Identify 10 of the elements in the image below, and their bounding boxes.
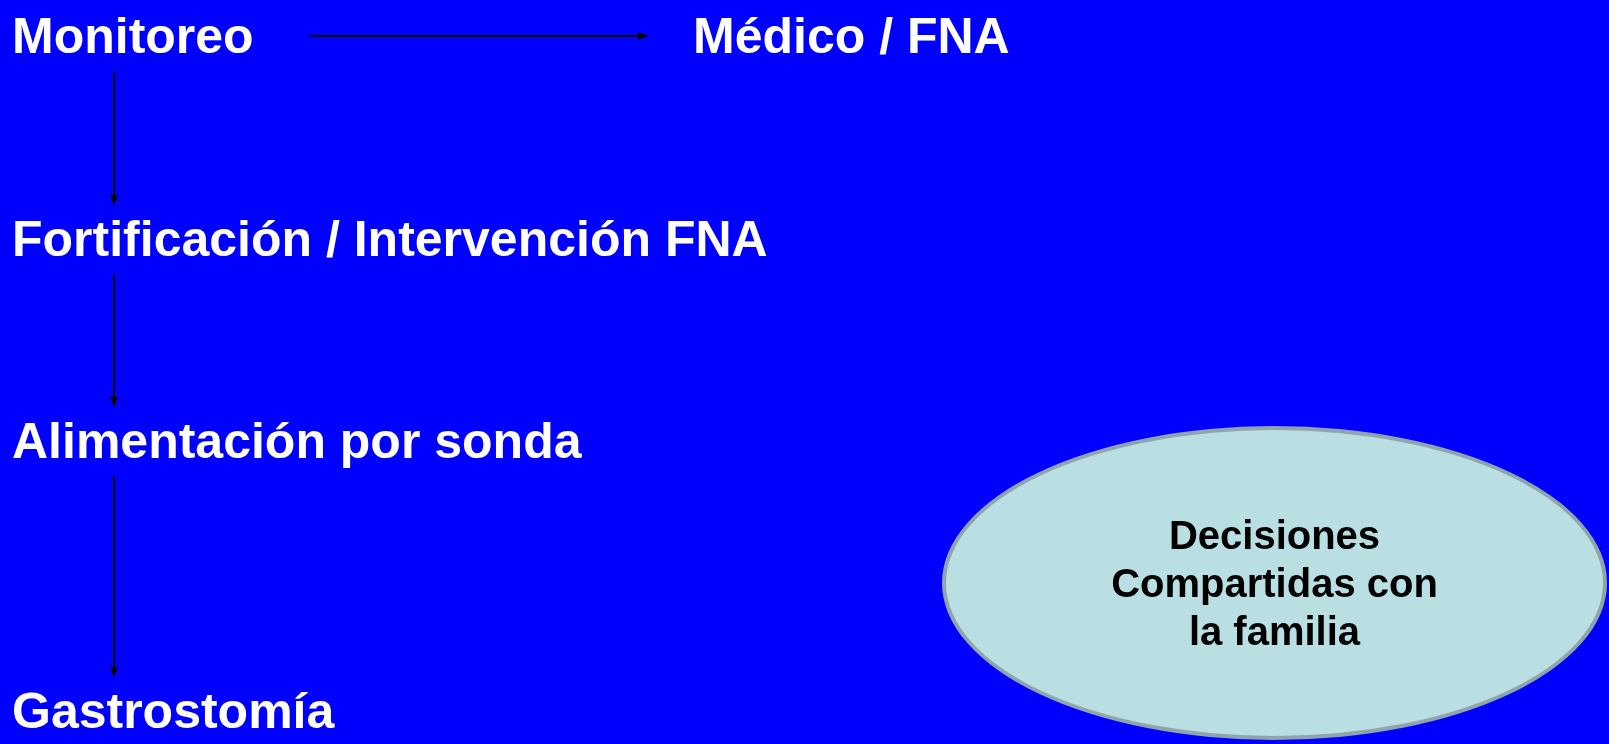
step-label: Monitoreo xyxy=(12,7,254,65)
arrow xyxy=(308,32,648,40)
arrow xyxy=(110,70,118,205)
step-label: Fortificación / Intervención FNA xyxy=(12,210,768,268)
step-label: Alimentación por sonda xyxy=(12,412,582,470)
step-label: Médico / FNA xyxy=(693,7,1010,65)
arrow xyxy=(110,475,118,677)
step-label: Gastrostomía xyxy=(12,682,335,740)
ellipse-label: Decisiones Compartidas con la familia xyxy=(1110,512,1439,655)
arrow xyxy=(110,273,118,407)
